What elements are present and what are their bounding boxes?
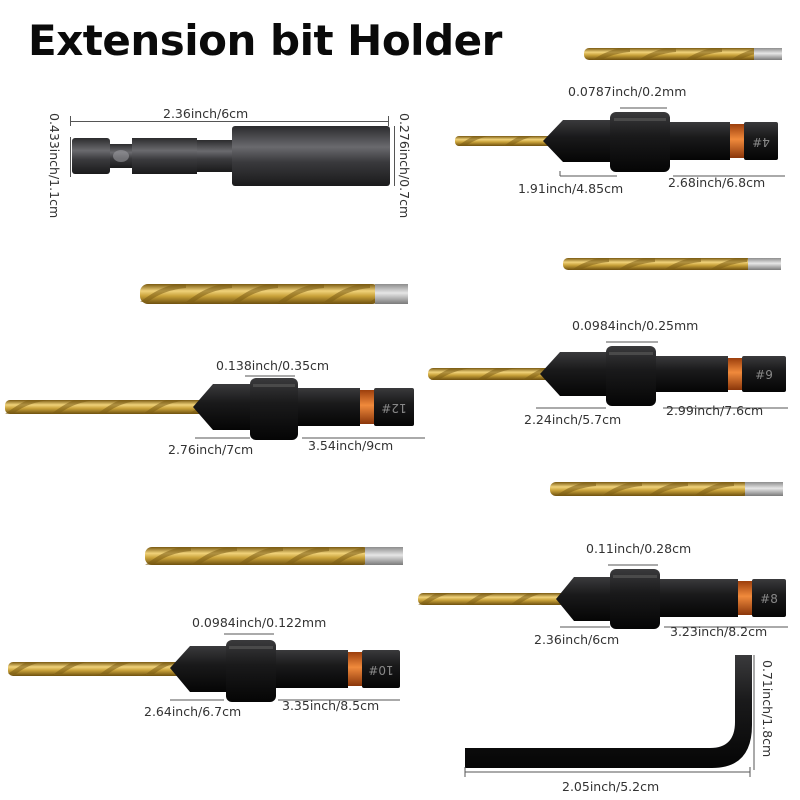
drill-bit-loose-5: [145, 547, 403, 565]
dim-line: [394, 126, 395, 186]
countersink-bit-12: 12#: [5, 375, 425, 440]
bit-marking: 4#: [752, 135, 770, 149]
collar-gap-label: 0.0787inch/0.2mm: [568, 84, 687, 99]
collar-gap-label: 0.138inch/0.35cm: [216, 358, 330, 373]
shank-length-label: 3.23inch/8.2cm: [670, 624, 768, 639]
drill-bit-loose-4: [550, 482, 783, 496]
drill-bit-loose-2: [140, 284, 408, 304]
shank-length-label: 2.99inch/7.6cm: [666, 403, 764, 418]
svg-text:#9: #9: [755, 368, 773, 382]
collar-gap-label: 0.0984inch/0.25mm: [572, 318, 699, 333]
hex-key-length-label: 2.05inch/5.2cm: [562, 779, 660, 794]
drill-length-label: 2.76inch/7cm: [168, 442, 254, 457]
shank-length-label: 2.68inch/6.8cm: [668, 175, 766, 190]
holder-bore-width-label: 0.276inch/0.7cm: [397, 113, 412, 219]
dim-line: [70, 137, 71, 177]
page-title: Extension bit Holder: [28, 16, 502, 65]
collar-gap-label: 0.11inch/0.28cm: [586, 541, 692, 556]
collar-gap-label: 0.0984inch/0.122mm: [192, 615, 327, 630]
drill-bit-loose-1: [584, 48, 782, 60]
dim-tick: [388, 116, 389, 126]
holder-hex-width-label: 0.433inch/1.1cm: [47, 113, 62, 219]
drill-length-label: 1.91inch/4.85cm: [518, 181, 624, 196]
countersink-bit-8: #8: [418, 564, 788, 629]
dim-tick: [70, 116, 71, 126]
holder-length-label: 2.36inch/6cm: [163, 106, 249, 121]
extension-bit-holder: [72, 126, 390, 186]
svg-text:10#: 10#: [368, 663, 393, 677]
countersink-bit-4: 4#: [455, 107, 785, 177]
shank-length-label: 3.54inch/9cm: [308, 438, 394, 453]
svg-text:12#: 12#: [381, 401, 406, 415]
svg-text:#8: #8: [760, 592, 778, 606]
drill-length-label: 2.64inch/6.7cm: [144, 704, 242, 719]
hex-key: [464, 655, 755, 777]
holder-length-line: [70, 121, 388, 122]
drill-length-label: 2.24inch/5.7cm: [524, 412, 622, 427]
shank-length-label: 3.35inch/8.5cm: [282, 698, 380, 713]
drill-bit-loose-3: [563, 258, 781, 270]
hex-key-height-label: 0.71inch/1.8cm: [760, 660, 775, 758]
countersink-bit-9: #9: [428, 341, 788, 409]
drill-length-label: 2.36inch/6cm: [534, 632, 620, 647]
countersink-bit-10: 10#: [8, 633, 400, 702]
